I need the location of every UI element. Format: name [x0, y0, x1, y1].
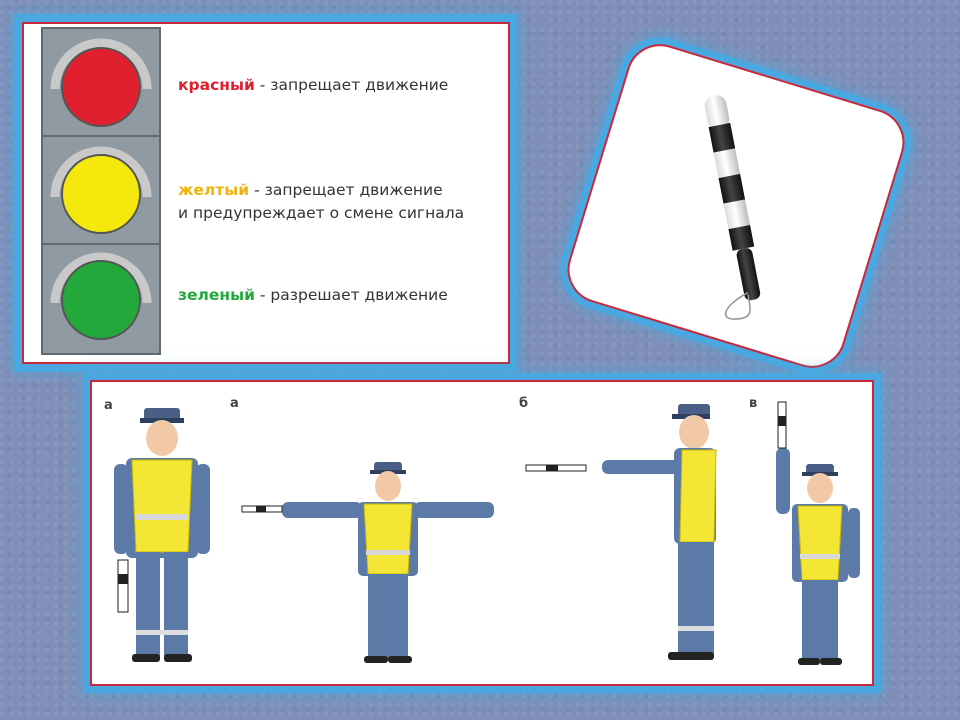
yellow-lamp — [61, 154, 141, 234]
baton-handle — [736, 248, 761, 301]
green-visor — [50, 252, 152, 304]
officer-gestures-illustration — [114, 401, 860, 665]
yellow-legend: желтый - запрещает движение — [178, 181, 443, 199]
baton-card — [559, 35, 913, 377]
green-legend: зеленый - разрешает движение — [178, 286, 448, 304]
officer-arm-raised — [776, 401, 860, 665]
officer-standing — [114, 408, 210, 662]
yellow-desc-1: - запрещает движение — [249, 181, 443, 199]
gesture-label-v: в — [749, 396, 758, 411]
traffic-light-illustration — [41, 27, 161, 355]
baton-strap — [724, 291, 751, 320]
yellow-desc-2: и предупреждает о смене сигнала — [178, 204, 465, 222]
red-desc: - запрещает движение — [254, 76, 449, 94]
yellow-visor — [50, 146, 152, 198]
red-visor — [50, 38, 152, 90]
red-legend: красный - запрещает движение — [178, 76, 448, 94]
gestures-panel: а а б в — [90, 380, 874, 686]
red-lamp — [61, 47, 141, 127]
gesture-label-a1: а — [104, 398, 113, 413]
officer-side-view — [525, 404, 717, 660]
green-lamp — [61, 260, 141, 340]
officer-arms-extended — [241, 462, 494, 663]
green-word: зеленый — [178, 286, 255, 304]
green-desc: - разрешает движение — [254, 286, 448, 304]
traffic-light-panel: красный - запрещает движение желтый - за… — [22, 22, 510, 364]
traffic-baton-image — [704, 95, 761, 320]
yellow-word: желтый — [178, 181, 250, 199]
gesture-label-a2: а — [230, 396, 239, 411]
gesture-label-b: б — [519, 396, 529, 411]
red-word: красный — [178, 76, 255, 94]
